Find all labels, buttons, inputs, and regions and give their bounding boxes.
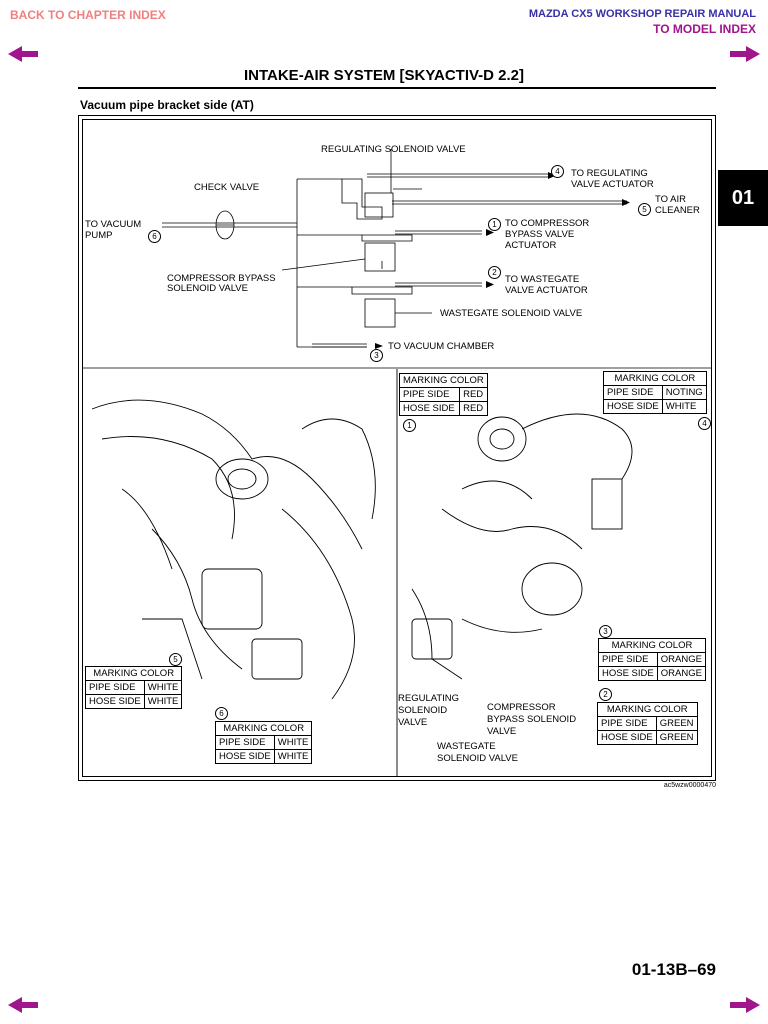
vacuum-schematic-diagram [82, 149, 712, 369]
label-to-wastegate-1: TO WASTEGATE [505, 274, 580, 285]
marking-header: MARKING COLOR [597, 702, 698, 717]
marking-header: MARKING COLOR [214, 721, 313, 736]
hose-color: WHITE [661, 399, 707, 414]
photo-callout-5: 5 [169, 653, 182, 666]
callout-1: 1 [488, 218, 501, 231]
hose-side-label: HOSE SIDE [398, 401, 461, 416]
label-to-vacuum-pump-2: PUMP [85, 230, 113, 241]
label-to-regulating-1: TO REGULATING [571, 168, 648, 179]
chapter-tab-label: 01 [731, 186, 755, 209]
hose-color: WHITE [143, 694, 183, 709]
label-to-compressor-3: ACTUATOR [505, 240, 557, 251]
label-to-regulating-2: VALVE ACTUATOR [571, 179, 654, 190]
hose-color: WHITE [273, 749, 313, 764]
back-to-chapter-index-link[interactable]: BACK TO CHAPTER INDEX [10, 8, 166, 22]
pipe-side-label: PIPE SIDE [85, 680, 145, 695]
photo-label-wastegate-2: SOLENOID VALVE [437, 753, 518, 764]
photo-label-regulating-3: VALVE [398, 717, 428, 728]
marking-header: MARKING COLOR [603, 371, 707, 386]
callout-4: 4 [551, 165, 564, 178]
figure-code: ac5wzw0000470 [663, 782, 716, 789]
title-rule [78, 87, 716, 89]
previous-page-arrow-bottom-icon[interactable] [8, 997, 38, 1013]
hose-color: RED [459, 401, 488, 416]
callout-5: 5 [638, 203, 651, 216]
photo-callout-6: 6 [215, 707, 228, 720]
hose-side-label: HOSE SIDE [598, 666, 658, 681]
photo-label-regulating-2: SOLENOID [398, 705, 448, 716]
photo-label-compressor-2: BYPASS SOLENOID [487, 714, 577, 725]
next-page-arrow-bottom-icon[interactable] [730, 997, 760, 1013]
photo-label-wastegate-1: WASTEGATE [437, 741, 496, 752]
hose-side-label: HOSE SIDE [603, 399, 663, 414]
to-model-index-link[interactable]: TO MODEL INDEX [653, 22, 756, 36]
photo-callout-2: 2 [599, 688, 612, 701]
label-wastegate-solenoid-valve: WASTEGATE SOLENOID VALVE [440, 308, 583, 319]
next-page-arrow-icon[interactable] [730, 46, 760, 62]
label-check-valve: CHECK VALVE [194, 182, 260, 193]
photo-label-compressor-1: COMPRESSOR [487, 702, 556, 713]
callout-2: 2 [488, 266, 501, 279]
previous-page-arrow-icon[interactable] [8, 46, 38, 62]
photo-label-compressor-3: VALVE [487, 726, 517, 737]
hose-side-label: HOSE SIDE [85, 694, 145, 709]
marking-header: MARKING COLOR [598, 638, 706, 653]
pipe-side-label: PIPE SIDE [215, 735, 275, 750]
pipe-color: ORANGE [656, 652, 706, 667]
hose-side-label: HOSE SIDE [597, 730, 657, 745]
figure-frame [78, 115, 716, 781]
engine-photo-illustrations [91, 369, 633, 777]
pipe-side-label: PIPE SIDE [398, 387, 461, 402]
label-to-air-cleaner-2: CLEANER [655, 205, 700, 216]
hose-color: GREEN [655, 730, 698, 745]
photo-label-regulating-1: REGULATING [398, 693, 460, 704]
pipe-color: RED [459, 387, 488, 402]
photo-callout-1: 1 [403, 419, 416, 432]
label-to-compressor-1: TO COMPRESSOR [505, 218, 590, 229]
hose-color: ORANGE [656, 666, 706, 681]
pipe-side-label: PIPE SIDE [597, 716, 657, 731]
label-regulating-solenoid-valve: REGULATING SOLENOID VALVE [321, 144, 466, 155]
manual-title: MAZDA CX5 WORKSHOP REPAIR MANUAL [528, 8, 756, 20]
callout-3: 3 [370, 349, 383, 362]
label-to-compressor-2: BYPASS VALVE [505, 229, 575, 240]
page-number: 01-13B–69 [631, 960, 716, 979]
chapter-tab[interactable]: 01 [718, 170, 768, 226]
photo-callout-4: 4 [698, 417, 711, 430]
label-to-air-cleaner-1: TO AIR [655, 194, 686, 205]
section-heading: Vacuum pipe bracket side (AT) [80, 98, 254, 112]
pipe-color: NOTING [661, 385, 707, 400]
pipe-side-label: PIPE SIDE [603, 385, 663, 400]
pipe-color: GREEN [655, 716, 698, 731]
marking-header: MARKING COLOR [399, 373, 488, 388]
callout-6: 6 [148, 230, 161, 243]
label-to-vacuum-pump-1: TO VACUUM [85, 219, 142, 230]
pipe-color: WHITE [143, 680, 183, 695]
photo-callout-3: 3 [599, 625, 612, 638]
marking-header: MARKING COLOR [84, 666, 183, 681]
label-compressor-bypass-valve-2: SOLENOID VALVE [167, 283, 248, 294]
page-title: INTAKE-AIR SYSTEM [SKYACTIV-D 2.2] [243, 67, 525, 84]
label-to-vacuum-chamber: TO VACUUM CHAMBER [388, 341, 495, 352]
hose-side-label: HOSE SIDE [215, 749, 275, 764]
pipe-side-label: PIPE SIDE [598, 652, 658, 667]
label-to-wastegate-2: VALVE ACTUATOR [505, 285, 588, 296]
label-compressor-bypass-valve-1: COMPRESSOR BYPASS [167, 273, 276, 284]
pipe-color: WHITE [273, 735, 313, 750]
